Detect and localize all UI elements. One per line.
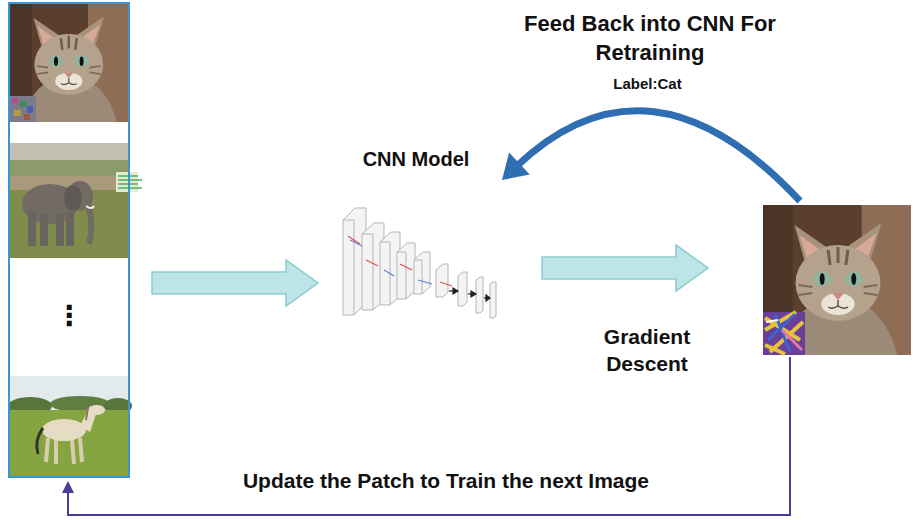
art-shape bbox=[37, 428, 43, 454]
edge-label: Update the Patch to Train the next Image bbox=[241, 467, 651, 494]
arrowhead bbox=[62, 481, 74, 493]
art-shape bbox=[763, 312, 805, 355]
text-holder: Feed Back into CNN For Retraining bbox=[500, 10, 800, 67]
art-shape bbox=[354, 220, 355, 315]
art-shape bbox=[380, 242, 390, 243]
feedback-arrow bbox=[517, 111, 800, 201]
arrowhead bbox=[502, 153, 530, 180]
art-shape bbox=[362, 234, 373, 235]
patched-cat-picture bbox=[763, 205, 911, 355]
text-holder: Update the Patch to Train the next Image bbox=[146, 467, 746, 494]
art-shape bbox=[384, 270, 394, 276]
art-shape bbox=[40, 214, 48, 246]
art-shape bbox=[471, 291, 476, 297]
cnn-model: CNN Model bbox=[330, 140, 502, 325]
art-shape bbox=[782, 330, 802, 350]
elephant-picture bbox=[10, 143, 128, 258]
art-shape bbox=[24, 114, 30, 120]
art-shape bbox=[116, 172, 138, 192]
art-shape bbox=[14, 110, 21, 116]
art-shape bbox=[12, 98, 18, 103]
art-shape bbox=[397, 243, 415, 299]
art-shape bbox=[27, 106, 33, 113]
art-shape bbox=[476, 277, 483, 313]
art-shape bbox=[765, 312, 803, 354]
art-shape bbox=[350, 240, 362, 246]
cat-thumbnail bbox=[8, 2, 128, 122]
art-shape bbox=[56, 214, 64, 246]
art-shape bbox=[414, 260, 422, 261]
image-column: ⋮ bbox=[8, 2, 130, 478]
art-shape bbox=[422, 260, 423, 294]
art-shape bbox=[490, 282, 496, 318]
node-title: CNN Model bbox=[330, 146, 502, 172]
art-shape bbox=[766, 320, 778, 322]
art-shape bbox=[10, 176, 128, 258]
art-shape bbox=[42, 419, 86, 441]
text-holder: Label:Cat bbox=[560, 74, 735, 94]
node-title: ⋮ bbox=[10, 298, 128, 334]
art-shape bbox=[400, 264, 412, 270]
art-shape bbox=[89, 405, 105, 415]
flow-arrow bbox=[152, 260, 318, 306]
art-shape bbox=[406, 252, 407, 299]
return-line bbox=[68, 357, 790, 515]
art-shape bbox=[440, 282, 452, 286]
text-holder: Gradient Descent bbox=[592, 323, 702, 378]
edge-label: Feed Back into CNN For Retraining bbox=[500, 10, 800, 67]
cnn-arrows bbox=[449, 288, 490, 301]
art-shape bbox=[397, 252, 406, 253]
cnn-filters bbox=[348, 236, 452, 286]
art-shape bbox=[20, 101, 27, 107]
art-shape bbox=[768, 314, 795, 352]
art-shape bbox=[436, 264, 448, 297]
art-shape bbox=[10, 410, 128, 476]
art-shape bbox=[414, 252, 430, 294]
art-shape bbox=[343, 220, 354, 221]
art-shape bbox=[64, 185, 82, 211]
art-shape bbox=[373, 234, 374, 310]
art-shape bbox=[66, 212, 74, 246]
flow-arrow bbox=[542, 245, 708, 291]
art-shape bbox=[28, 212, 36, 246]
art-shape bbox=[8, 2, 128, 122]
art-shape bbox=[86, 206, 94, 208]
patched-image bbox=[763, 205, 911, 355]
art-shape bbox=[118, 176, 142, 188]
art-shape bbox=[453, 288, 458, 294]
art-shape bbox=[366, 260, 378, 266]
horse-picture bbox=[8, 376, 132, 476]
note-label: Label:Cat bbox=[611, 74, 683, 94]
art-shape bbox=[486, 295, 490, 301]
art-shape bbox=[10, 160, 128, 176]
art-shape bbox=[46, 438, 82, 464]
art-shape bbox=[86, 408, 88, 420]
cnn-layers bbox=[343, 208, 496, 318]
art-shape bbox=[418, 280, 432, 284]
art-shape bbox=[10, 96, 36, 122]
art-shape bbox=[763, 205, 911, 355]
edge-label: Gradient Descent bbox=[592, 323, 702, 378]
art-shape bbox=[348, 236, 360, 244]
art-shape bbox=[458, 272, 467, 306]
